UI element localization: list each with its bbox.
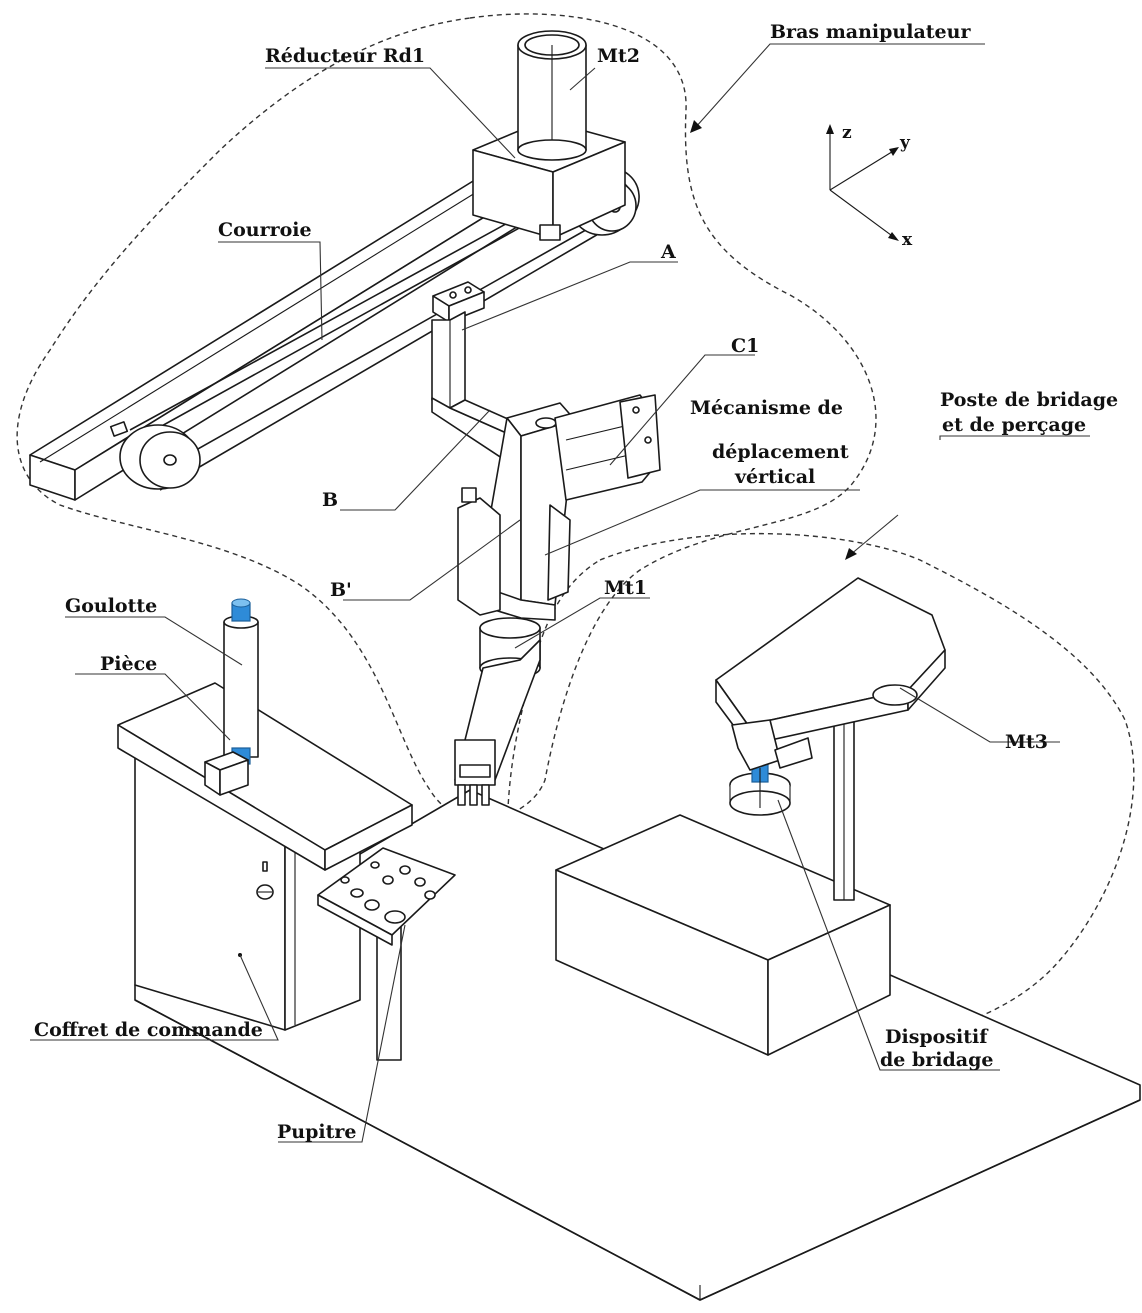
label-bras-manipulateur: Bras manipulateur [770, 21, 971, 43]
label-pupitre: Pupitre [277, 1121, 356, 1143]
label-mt3: Mt3 [1005, 731, 1048, 753]
piece-block [204, 751, 249, 796]
label-mecanisme-1: Mécanisme de [690, 397, 843, 419]
axis-x-label: x [902, 230, 913, 250]
label-mecanisme-2: déplacement [712, 441, 849, 463]
cabinet-top-plate [117, 682, 413, 871]
leader-lines [30, 43, 1090, 1143]
axis-triad [826, 124, 899, 241]
pupitre-desk [317, 847, 456, 1061]
courroie-beam [29, 177, 521, 501]
clamping-box [555, 814, 891, 1056]
motor-mt2 [517, 30, 587, 161]
label-goulotte: Goulotte [65, 595, 157, 617]
pulley-left [109, 421, 201, 490]
axis-z-label: z [842, 123, 852, 143]
goulotte-tube [223, 598, 259, 765]
label-a: A [660, 241, 676, 263]
cylinder-c1 [554, 394, 661, 501]
label-mt2: Mt2 [597, 45, 640, 67]
label-mecanisme-3: vértical [734, 466, 815, 488]
label-b: B [322, 489, 338, 511]
axis-y-label: y [899, 133, 911, 153]
arm-a-vertical [431, 311, 466, 409]
label-dispositif-2: de bridage [880, 1049, 993, 1071]
label-c1: C1 [731, 335, 759, 357]
zone-bras-manipulateur [16, 13, 877, 821]
label-courroie: Courroie [218, 219, 312, 241]
label-mt1: Mt1 [604, 577, 647, 599]
label-coffret: Coffret de commande [34, 1019, 263, 1041]
label-poste-2: et de perçage [942, 414, 1086, 436]
label-poste-1: Poste de bridage [940, 389, 1118, 411]
label-b-prime: B' [330, 579, 352, 601]
drill-head [715, 577, 946, 808]
carriage-a [432, 281, 485, 323]
label-reducteur-rd1: Réducteur Rd1 [265, 45, 425, 67]
label-piece: Pièce [100, 653, 157, 675]
gripper-arm [454, 639, 541, 806]
zone-poste-bridage [506, 532, 1135, 1050]
label-dispositif-1: Dispositif [885, 1026, 989, 1048]
